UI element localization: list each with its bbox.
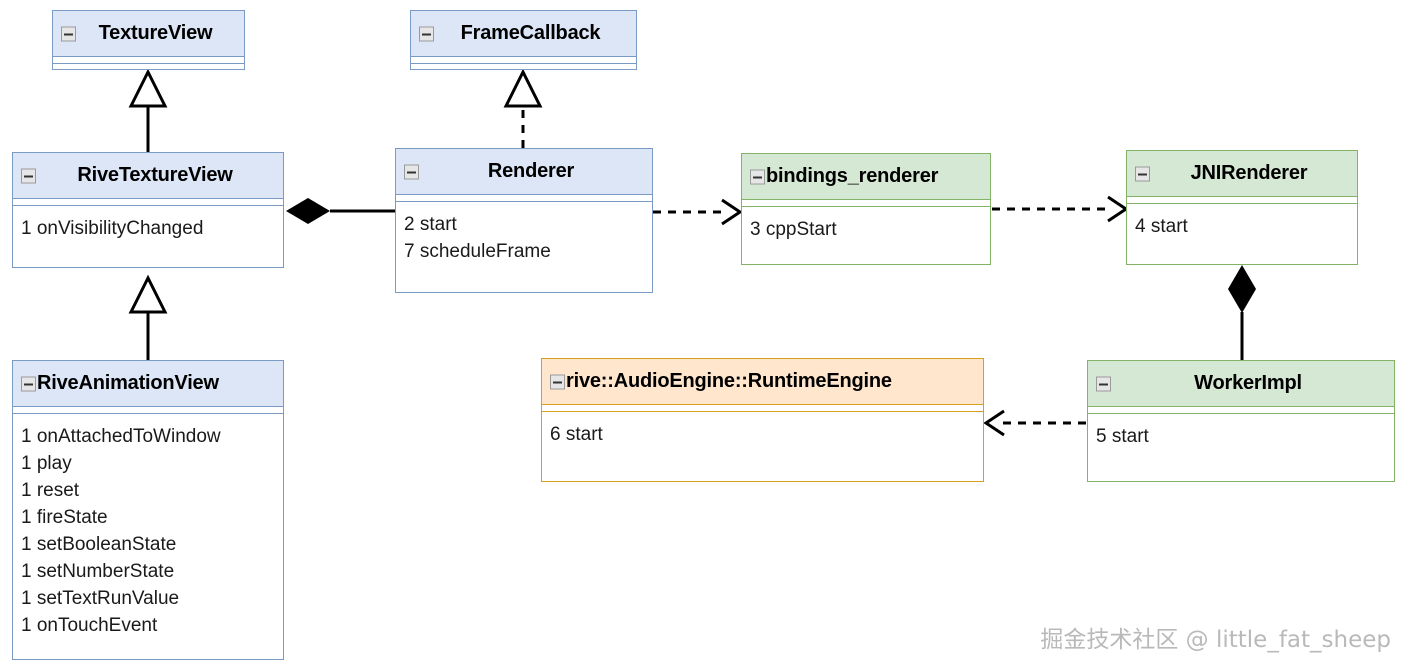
class-members: 1 onVisibilityChanged bbox=[13, 206, 283, 250]
class-box-renderer[interactable]: Renderer 2 start 7 scheduleFrame bbox=[395, 148, 653, 293]
class-name: TextureView bbox=[98, 22, 213, 44]
class-box-runtime-engine[interactable]: rive::AudioEngine::RuntimeEngine 6 start bbox=[541, 358, 984, 482]
class-member: 5 start bbox=[1096, 426, 1149, 447]
class-member: 1 setNumberState bbox=[21, 561, 175, 582]
class-separator bbox=[396, 195, 652, 202]
class-name: WorkerImpl bbox=[1194, 372, 1302, 394]
relation-generalization-textureview bbox=[128, 68, 168, 152]
class-members: 6 start bbox=[542, 412, 983, 456]
class-box-worker-impl[interactable]: WorkerImpl 5 start bbox=[1087, 360, 1395, 482]
class-members: 5 start bbox=[1088, 414, 1394, 458]
relation-dependency-runtimeengine bbox=[983, 409, 1086, 437]
class-name: JNIRenderer bbox=[1190, 162, 1308, 184]
class-name: RiveTextureView bbox=[77, 164, 233, 186]
class-member: 1 onTouchEvent bbox=[21, 615, 158, 636]
class-member: 1 reset bbox=[21, 480, 80, 501]
class-separator bbox=[13, 199, 283, 206]
class-header: bindings_renderer bbox=[742, 154, 990, 200]
class-box-rive-animation-view[interactable]: RiveAnimationView 1 onAttachedToWindow 1… bbox=[12, 360, 284, 660]
relation-generalization-rivetextureview bbox=[128, 274, 168, 360]
class-member: 7 scheduleFrame bbox=[404, 241, 551, 262]
class-member: 2 start bbox=[404, 214, 457, 235]
class-name: FrameCallback bbox=[460, 22, 601, 44]
class-box-frame-callback[interactable]: FrameCallback bbox=[410, 10, 637, 70]
class-name: Renderer bbox=[487, 160, 575, 182]
class-separator bbox=[53, 57, 244, 64]
class-name: rive::AudioEngine::RuntimeEngine bbox=[566, 370, 892, 392]
class-members: 1 onAttachedToWindow 1 play 1 reset 1 fi… bbox=[13, 414, 283, 647]
class-member: 1 fireState bbox=[21, 507, 108, 528]
class-header: RiveAnimationView bbox=[13, 361, 283, 407]
class-separator bbox=[1127, 197, 1357, 204]
class-header: TextureView bbox=[53, 11, 244, 57]
class-member: 4 start bbox=[1135, 216, 1188, 237]
class-member: 1 setBooleanState bbox=[21, 534, 177, 555]
collapse-minus-icon[interactable] bbox=[61, 26, 76, 41]
class-separator bbox=[542, 405, 983, 412]
collapse-minus-icon[interactable] bbox=[21, 168, 36, 183]
class-member: 6 start bbox=[550, 424, 603, 445]
watermark-text: 掘金技术社区 @ little_fat_sheep bbox=[1040, 627, 1391, 653]
class-members: 4 start bbox=[1127, 204, 1357, 248]
class-header: JNIRenderer bbox=[1127, 151, 1357, 197]
collapse-minus-icon[interactable] bbox=[21, 376, 36, 391]
class-member: 1 play bbox=[21, 453, 72, 474]
class-header: RiveTextureView bbox=[13, 153, 283, 199]
class-member: 1 onAttachedToWindow bbox=[21, 426, 221, 447]
relation-realization-framecallback bbox=[503, 68, 543, 148]
class-header: Renderer bbox=[396, 149, 652, 195]
class-separator bbox=[1088, 407, 1394, 414]
class-separator bbox=[742, 200, 990, 207]
collapse-minus-icon[interactable] bbox=[750, 169, 765, 184]
class-box-texture-view[interactable]: TextureView bbox=[52, 10, 245, 70]
class-box-bindings-renderer[interactable]: bindings_renderer 3 cppStart bbox=[741, 153, 991, 265]
class-header: WorkerImpl bbox=[1088, 361, 1394, 407]
class-name: RiveAnimationView bbox=[37, 372, 219, 394]
collapse-minus-icon[interactable] bbox=[419, 26, 434, 41]
class-name: bindings_renderer bbox=[766, 165, 939, 187]
relation-dependency-jni bbox=[992, 195, 1129, 223]
class-member: 3 cppStart bbox=[750, 219, 837, 240]
relation-dependency-bindings bbox=[653, 198, 743, 226]
class-header: FrameCallback bbox=[411, 11, 636, 57]
class-member: 1 onVisibilityChanged bbox=[21, 218, 204, 239]
relation-composition-worker bbox=[1228, 265, 1256, 360]
collapse-minus-icon[interactable] bbox=[404, 164, 419, 179]
class-members: 3 cppStart bbox=[742, 207, 990, 251]
collapse-minus-icon[interactable] bbox=[1135, 166, 1150, 181]
collapse-minus-icon[interactable] bbox=[1096, 376, 1111, 391]
collapse-minus-icon[interactable] bbox=[550, 374, 565, 389]
class-separator bbox=[13, 407, 283, 414]
class-separator bbox=[411, 57, 636, 64]
class-members: 2 start 7 scheduleFrame bbox=[396, 202, 652, 273]
class-member: 1 setTextRunValue bbox=[21, 588, 180, 609]
relation-composition-renderer bbox=[286, 198, 395, 224]
class-box-jni-renderer[interactable]: JNIRenderer 4 start bbox=[1126, 150, 1358, 265]
class-box-rive-texture-view[interactable]: RiveTextureView 1 onVisibilityChanged bbox=[12, 152, 284, 268]
class-header: rive::AudioEngine::RuntimeEngine bbox=[542, 359, 983, 405]
